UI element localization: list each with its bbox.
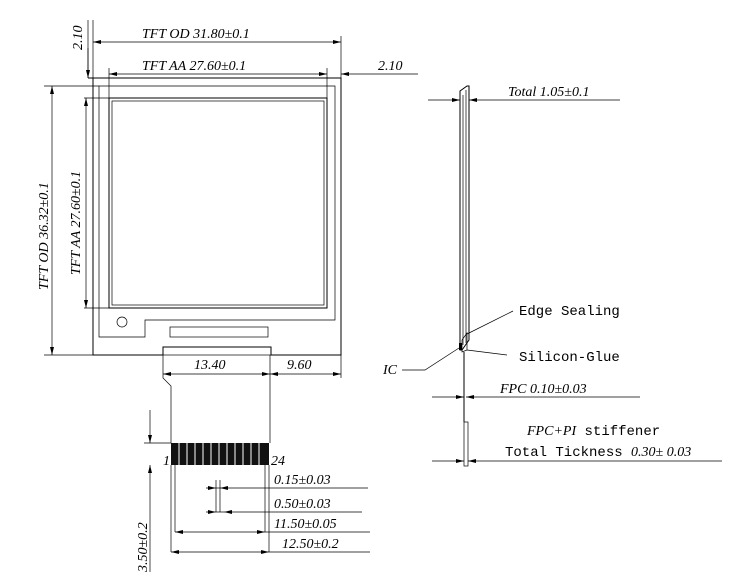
tft-aa-width-label: TFT AA 27.60±0.1 [142,59,246,74]
active-area [108,97,328,309]
stiffener [463,421,469,467]
side-view: Total 1.05±0.1 Edge Sealing IC Silicon-G… [382,85,722,467]
connector-detail: 1 24 3.50±0.2 0.15±0.03 0.50±0.03 11.50±… [136,410,370,573]
alignment-mark [116,316,128,328]
tft-od-width-label: TFT OD 31.80±0.1 [142,27,250,42]
panel-border [98,85,336,338]
pin-width-label: 0.15±0.03 [274,473,331,488]
front-view [88,77,342,443]
connector-height-label: 3.50±0.2 [136,522,151,573]
side-panel [459,85,470,351]
tft-aa-height-label: TFT AA 27.60±0.1 [69,171,84,275]
pin-last-label: 24 [271,454,285,469]
front-dimensions: 2.10 TFT OD 31.80±0.1 TFT AA 27.60±0.1 2… [37,20,418,378]
contact-pins [171,443,269,465]
right-offset-label: 2.10 [378,59,403,74]
pitch-label: 0.50±0.03 [274,497,331,512]
ic-block [459,343,462,350]
stiffener-label: FPC+PI stiffener [526,424,660,440]
top-offset-label: 2.10 [71,26,86,51]
ic-strip [169,326,269,338]
ic-label: IC [382,363,398,378]
tft-od-height-label: TFT OD 36.32±0.1 [37,182,52,290]
silicon-glue-label: Silicon-Glue [519,350,620,366]
fpc-right-width-label: 9.60 [287,358,312,373]
fpc-left-width-label: 13.40 [194,358,226,373]
pin-span-label: 11.50±0.05 [274,517,337,532]
total-thickness-label: Total 1.05±0.1 [508,85,589,100]
total-span-label: 12.50±0.2 [282,537,339,552]
fpc-thickness-label: FPC 0.10±0.03 [499,382,587,397]
pin-first-label: 1 [163,454,170,469]
fpc-tail [162,355,271,443]
active-area-inner [111,100,325,306]
edge-sealing-label: Edge Sealing [519,304,620,320]
module-outline-frame [92,77,342,356]
stiffener-total-label: Total Tickness 0.30± 0.03 [505,445,691,461]
module-outline [88,77,342,356]
